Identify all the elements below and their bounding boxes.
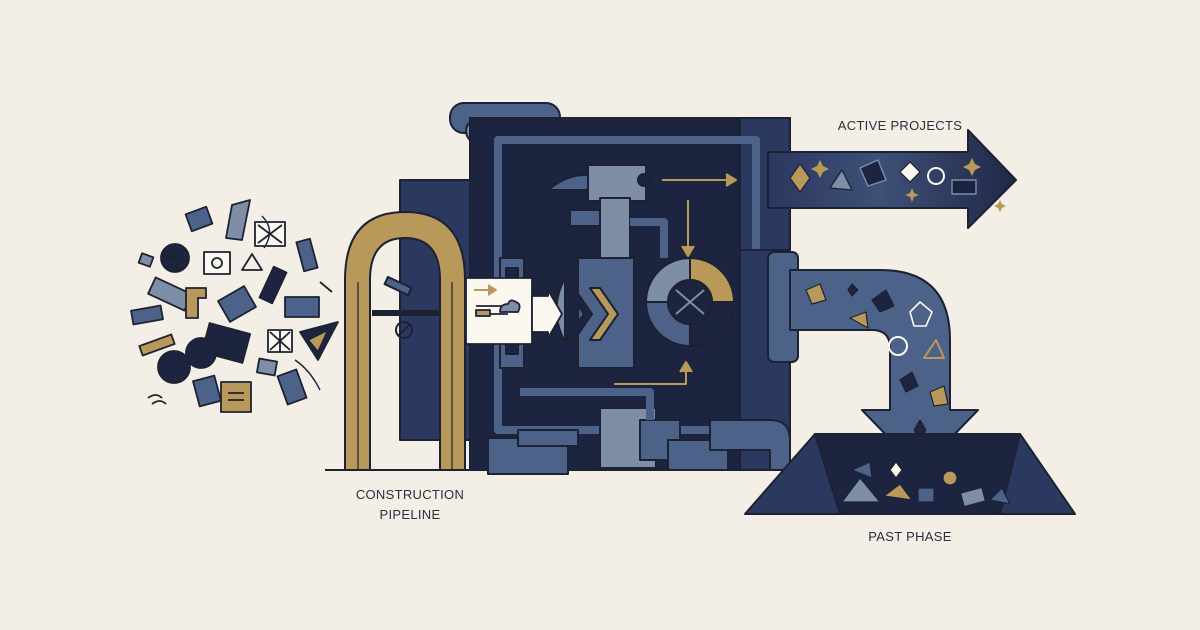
construction-pipeline-label: CONSTRUCTION PIPELINE (330, 485, 490, 525)
output-chute (709, 251, 979, 471)
scattered-pieces (130, 199, 339, 413)
gold-arch-gateway (325, 211, 480, 471)
active-projects-label: ACTIVE PROJECTS (837, 118, 963, 133)
construction-label-line1: CONSTRUCTION (355, 487, 465, 502)
past-phase-label: PAST PHASE (868, 529, 952, 544)
past-phase-bin (744, 433, 1076, 515)
active-projects-arrow (767, 129, 1017, 229)
input-card (465, 277, 563, 345)
construction-label-line2: PIPELINE (379, 507, 441, 522)
